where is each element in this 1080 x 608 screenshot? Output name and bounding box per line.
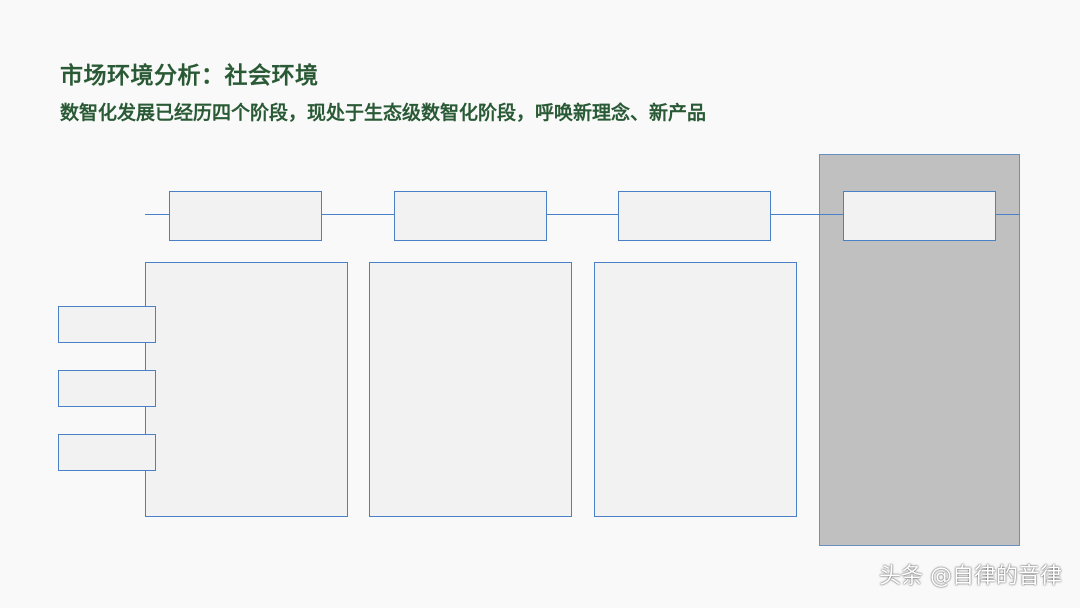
stage-content-panel-2 [369,262,572,517]
dimension-label-box-2 [58,370,156,407]
stage-box-3 [618,191,771,241]
stage-box-4-current [843,191,996,241]
stage-box-2 [394,191,547,241]
page-subtitle: 数智化发展已经历四个阶段，现处于生态级数智化阶段，呼唤新理念、新产品 [60,102,707,124]
stage-content-panel-3 [594,262,797,517]
watermark: 头条 @自律的音律 [879,564,1062,589]
stage-box-1 [169,191,322,241]
dimension-label-box-3 [58,434,156,471]
timeline-line [145,214,1020,215]
dimension-label-box-1 [58,306,156,343]
page-title: 市场环境分析：社会环境 [60,63,319,89]
stage-content-panel-1 [145,262,348,517]
